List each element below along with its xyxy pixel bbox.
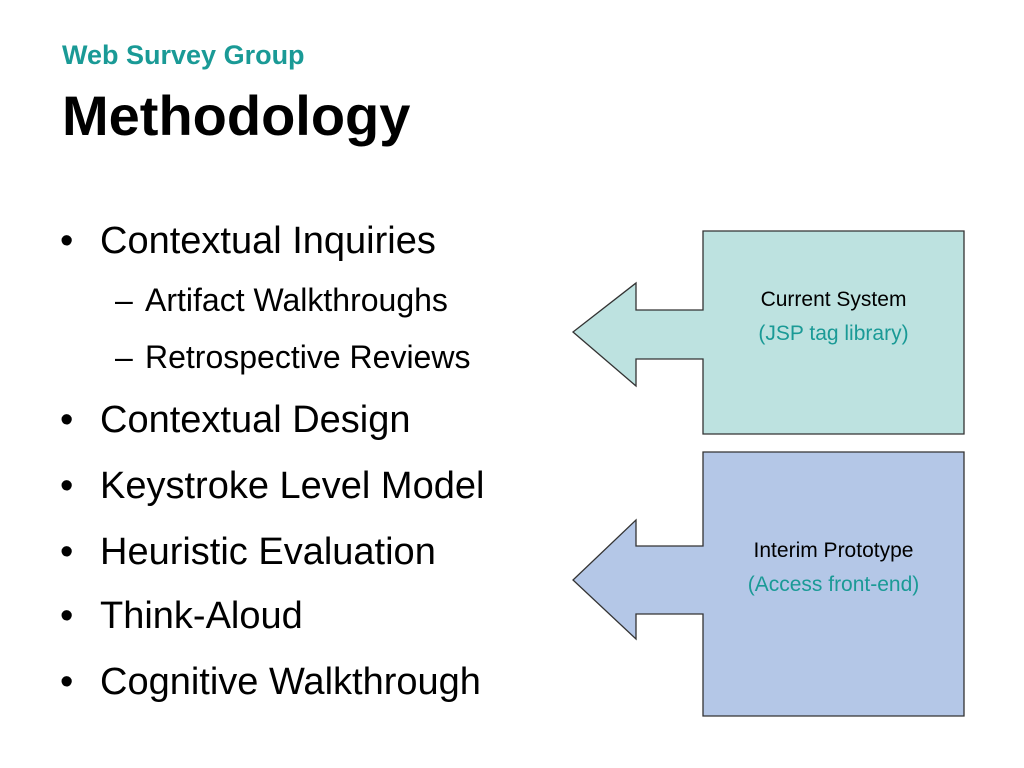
dash-icon: –: [115, 339, 133, 375]
slide-subtitle: Web Survey Group: [62, 40, 305, 70]
bullet-text: Think-Aloud: [100, 595, 303, 637]
sub-bullet-text: Artifact Walkthroughs: [145, 282, 448, 318]
bullet-dot-icon: •: [60, 220, 74, 262]
bullet-text: Heuristic Evaluation: [100, 531, 436, 573]
sub-bullet-text: Retrospective Reviews: [145, 339, 471, 375]
bullet-dot-icon: •: [60, 661, 74, 703]
dash-icon: –: [115, 282, 133, 318]
callout-label-interim-prototype: Interim Prototype (Access front-end): [703, 534, 964, 601]
bullet-dot-icon: •: [60, 399, 74, 441]
callout-title: Interim Prototype: [753, 539, 914, 562]
slide-title: Methodology: [62, 84, 411, 147]
bullet-text: Cognitive Walkthrough: [100, 661, 481, 703]
callout-title: Current System: [760, 288, 907, 311]
bullet-text: Contextual Inquiries: [100, 220, 436, 262]
bullet-text: Contextual Design: [100, 399, 411, 441]
callout-detail: (JSP tag library): [758, 321, 909, 345]
bullet-dot-icon: •: [60, 531, 74, 573]
callout-detail: (Access front-end): [747, 572, 920, 596]
callout-label-current-system: Current System (JSP tag library): [703, 283, 964, 350]
bullet-dot-icon: •: [60, 465, 74, 507]
bullet-text: Keystroke Level Model: [100, 465, 485, 507]
bullet-dot-icon: •: [60, 595, 74, 637]
bullet-list: • Contextual Inquiries – Artifact Walkth…: [60, 0, 580, 768]
